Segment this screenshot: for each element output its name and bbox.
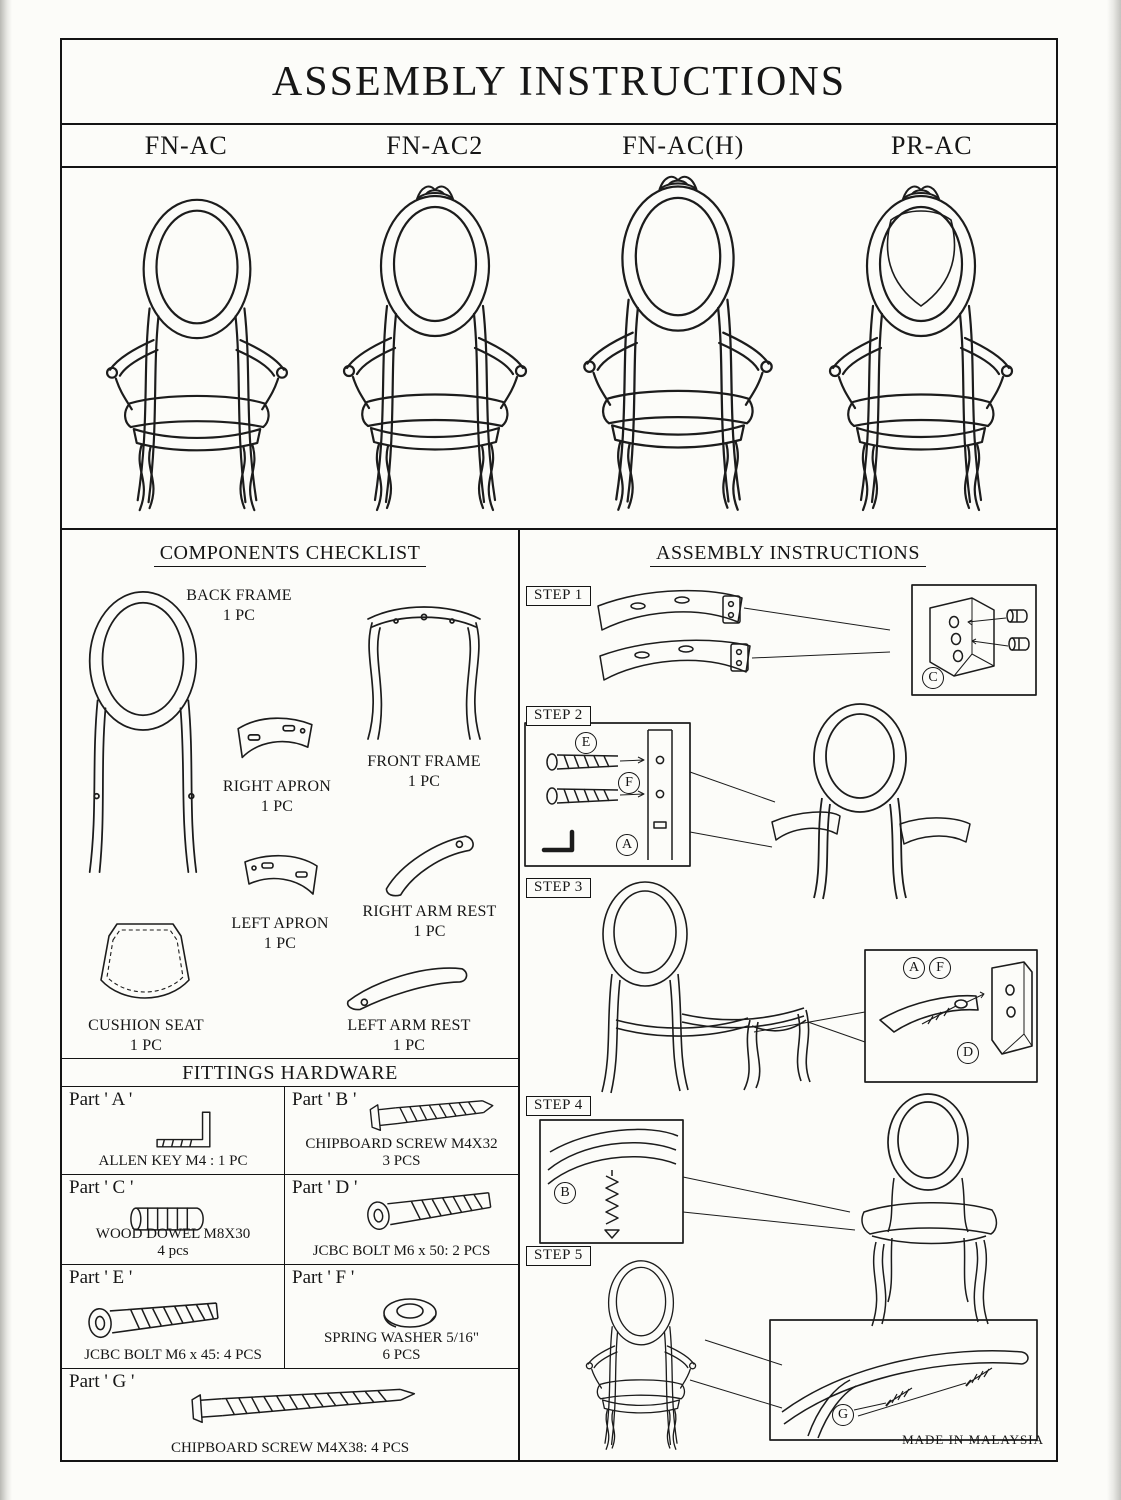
document-frame: ASSEMBLY INSTRUCTIONS FN-AC FN-AC2 FN-AC…	[60, 38, 1058, 1462]
right-apron-art	[237, 717, 313, 759]
spring-washer-icon	[383, 1298, 437, 1328]
made-in-label: MADE IN MALAYSIA	[902, 1432, 1044, 1447]
left-arm-rest-art	[346, 967, 468, 1011]
assembly-step-1: STEP 1 C	[520, 578, 1056, 706]
jcbc-bolt-50-icon	[367, 1192, 492, 1231]
part-f-label: Part ' F '	[292, 1267, 355, 1288]
allen-key-icon	[156, 1111, 211, 1148]
assembly-heading: ASSEMBLY INSTRUCTIONS	[520, 542, 1056, 567]
step-2-art	[524, 703, 971, 900]
callout-a2: A	[903, 957, 925, 979]
part-b-label: Part ' B '	[292, 1089, 357, 1110]
hardware-part-e: Part ' E ' JCBC BOLT M6 x 45: 4 PCS	[62, 1265, 285, 1369]
step-5-art	[585, 1260, 1038, 1450]
step-4-label: STEP 4	[526, 1096, 591, 1116]
step-1-art	[597, 584, 1037, 696]
callout-d: D	[957, 1042, 979, 1064]
left-apron-art	[244, 854, 318, 895]
model-pr-ac: PR-AC	[890, 130, 973, 160]
chair-fn-ac2-illustration	[342, 185, 527, 512]
part-f-desc: SPRING WASHER 5/16"6 PCS	[323, 1329, 480, 1364]
fittings-heading: FITTINGS HARDWARE	[62, 1058, 518, 1087]
chair-fn-ac-illustration	[105, 198, 288, 512]
chipboard-screw-icon	[369, 1100, 494, 1131]
assembly-step-2: STEP 2 E F A	[520, 702, 1056, 902]
step-3-label: STEP 3	[526, 878, 591, 898]
step-5-label: STEP 5	[526, 1246, 591, 1266]
hardware-part-f: Part ' F ' SPRING WASHER 5/16"6 PCS	[285, 1265, 518, 1369]
part-e-label: Part ' E '	[69, 1267, 133, 1288]
assembly-column: ASSEMBLY INSTRUCTIONS	[518, 530, 1056, 1460]
jcbc-bolt-45-icon	[88, 1302, 219, 1339]
callout-e: E	[575, 732, 597, 754]
part-d-label: Part ' D '	[292, 1177, 358, 1198]
callout-a: A	[616, 834, 638, 856]
step-4-art	[539, 1093, 998, 1327]
wood-dowel-icon	[130, 1207, 204, 1231]
back-frame-art	[88, 591, 198, 873]
scan-edge-left	[0, 0, 12, 1500]
hardware-part-d: Part ' D ' JCBC BOLT M6 x 50: 2 PCS	[285, 1175, 518, 1265]
part-e-desc: JCBC BOLT M6 x 45: 4 PCS	[84, 1347, 262, 1364]
callout-g: G	[832, 1404, 854, 1426]
hardware-part-g: Part ' G ' CHIPBOARD SCREW M4X38: 4 PCS	[62, 1369, 518, 1461]
step-2-label: STEP 2	[526, 706, 591, 726]
part-c-label: Part ' C '	[69, 1177, 134, 1198]
assembly-step-4: STEP 4 B	[520, 1092, 1056, 1332]
model-fn-ac2: FN-AC2	[386, 130, 484, 160]
chair-fn-ac-h-illustration	[582, 175, 773, 511]
front-frame-art	[367, 606, 481, 740]
callout-c: C	[922, 667, 944, 689]
part-g-desc: CHIPBOARD SCREW M4X38: 4 PCS	[170, 1440, 410, 1457]
model-fn-ac-h: FN-AC(H)	[622, 130, 745, 160]
hardware-part-a: Part ' A ' ALLEN KEY M4 : 1 PC	[62, 1087, 285, 1175]
chipboard-screw-long-icon	[191, 1388, 416, 1424]
part-g-label: Part ' G '	[69, 1371, 135, 1392]
model-fn-ac: FN-AC	[144, 130, 228, 160]
step-1-label: STEP 1	[526, 586, 591, 606]
chair-illustrations-row	[62, 168, 1056, 530]
page-title: ASSEMBLY INSTRUCTIONS	[271, 58, 847, 105]
hardware-grid: Part ' A ' ALLEN KEY M4 : 1 PC	[62, 1086, 518, 1460]
part-d-desc: JCBC BOLT M6 x 50: 2 PCS	[312, 1243, 491, 1260]
part-a-desc: ALLEN KEY M4 : 1 PC	[98, 1153, 248, 1170]
assembly-step-5: STEP 5 G	[520, 1240, 1056, 1458]
components-heading: COMPONENTS CHECKLIST	[62, 542, 518, 567]
scan-edge-right	[1107, 0, 1121, 1500]
part-a-label: Part ' A '	[69, 1089, 133, 1110]
callout-b: B	[554, 1182, 576, 1204]
callout-f: F	[618, 772, 640, 794]
callout-f2: F	[929, 957, 951, 979]
title-bar: ASSEMBLY INSTRUCTIONS	[62, 40, 1056, 125]
right-arm-rest-art	[385, 835, 474, 897]
step-3-art	[601, 881, 1038, 1094]
cushion-seat-art	[100, 923, 190, 999]
chair-pr-ac-illustration	[828, 185, 1013, 512]
models-row: FN-AC FN-AC2 FN-AC(H) PR-AC	[62, 125, 1056, 168]
assembly-step-3: STEP 3 A F D	[520, 874, 1056, 1100]
